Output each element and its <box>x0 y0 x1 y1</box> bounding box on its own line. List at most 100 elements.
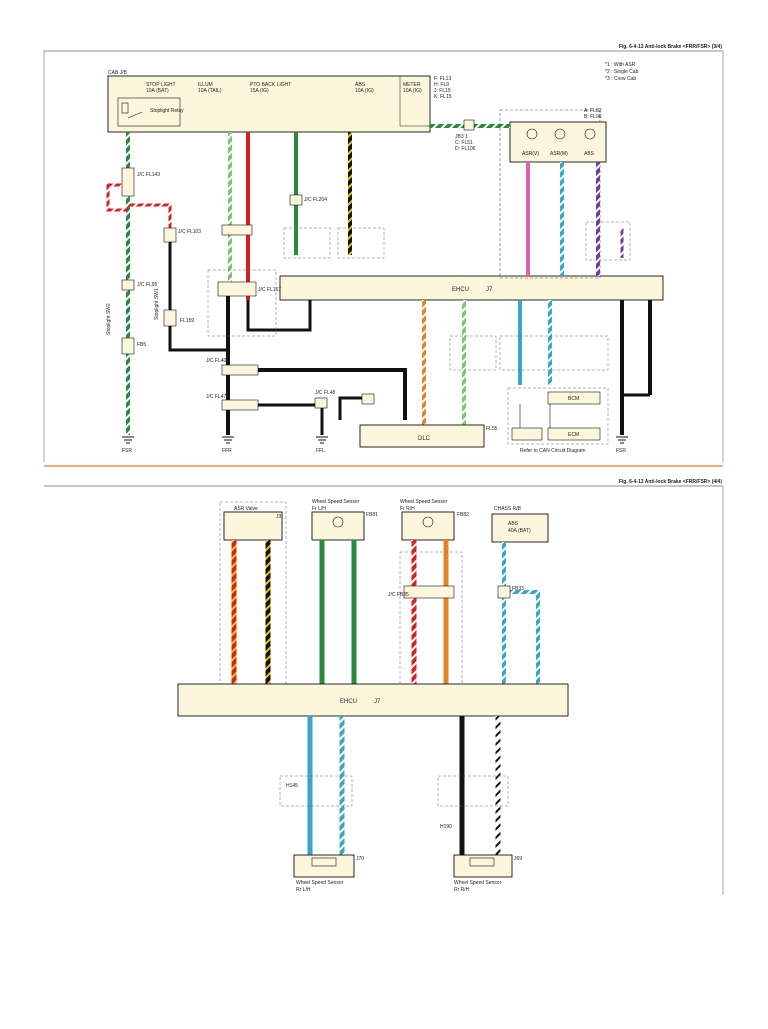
figure-caption-top: Fig. 6-4-13 Anti-lock Brake <FRR/FSR> (3… <box>619 44 723 50</box>
legend-line-3: *3 : Crew Cab <box>605 76 636 82</box>
svg-text:FL159: FL159 <box>180 318 194 324</box>
sensor-coil-icon <box>311 857 337 867</box>
svg-text:FB5: FB5 <box>137 342 146 348</box>
jc-fl95 <box>121 279 135 291</box>
svg-text:40A (BAT): 40A (BAT) <box>508 528 531 534</box>
svg-text:J/C FL40: J/C FL40 <box>206 358 227 364</box>
svg-text:FB81: FB81 <box>366 512 378 518</box>
stoplight-sw1 <box>163 309 177 327</box>
rear-sensor-wires: H145 H190 <box>279 716 509 855</box>
svg-text:FB33: FB33 <box>512 586 524 592</box>
wheel-speed-sensor-fr-lh: Wheel Speed Sensor Fr L/H FB81 <box>311 499 378 684</box>
ehcu-box-top <box>279 275 664 301</box>
svg-text:F: FL13: F: FL13 <box>434 76 451 82</box>
svg-text:B: FL96: B: FL96 <box>584 114 602 120</box>
jc-fl103 <box>163 227 177 243</box>
svg-text:Rr L/H: Rr L/H <box>296 887 311 893</box>
svg-text:Rr R/H: Rr R/H <box>454 887 470 893</box>
svg-text:J/C FL143: J/C FL143 <box>137 172 160 178</box>
wheel-speed-sensor-rr-rh: J69 Wheel Speed Sensor Rr R/H <box>453 854 522 893</box>
svg-text:J/C FL95: J/C FL95 <box>137 282 158 288</box>
svg-text:METER: METER <box>403 82 421 88</box>
svg-text:H: FL9: H: FL9 <box>434 82 449 88</box>
svg-text:ASR(V): ASR(V) <box>522 151 539 157</box>
asr-valve: ASR Valve J3 <box>219 501 287 689</box>
jc-fl40 <box>221 364 259 376</box>
svg-text:BCM: BCM <box>568 396 579 402</box>
svg-text:A: FL82: A: FL82 <box>584 108 602 114</box>
option-boxes-top <box>207 221 631 371</box>
abs-relay-icon <box>584 128 596 140</box>
svg-text:C: FL51: C: FL51 <box>455 140 473 146</box>
svg-text:10A (BAT): 10A (BAT) <box>146 88 169 94</box>
jc-fl47 <box>221 399 259 411</box>
wheel-speed-sensor-fr-rh: Wheel Speed Sensor Fr R/H FB82 J/C FB35 <box>388 499 469 687</box>
svg-text:FB82: FB82 <box>457 512 469 518</box>
ground-icon <box>616 436 628 444</box>
svg-text:J/C FL103: J/C FL103 <box>178 229 201 235</box>
svg-text:ABS: ABS <box>508 521 519 527</box>
jc-fl48 <box>314 397 328 409</box>
ecm-box <box>547 427 601 441</box>
ehcu-label-bottom: EHCU <box>340 699 357 705</box>
svg-text:10A (TAIL): 10A (TAIL) <box>198 88 222 94</box>
svg-text:FSR: FSR <box>122 448 132 454</box>
svg-text:H190: H190 <box>440 824 452 830</box>
cab-jb-box: CAB J/B STOP LIGHT 10A (BAT) ILLUM 10A (… <box>107 70 452 133</box>
stoplight-sw2 <box>121 337 135 355</box>
svg-text:Wheel Speed Sensor: Wheel Speed Sensor <box>454 880 502 886</box>
fuse-illum: ILLUM 10A (TAIL) <box>198 82 222 94</box>
bcm-box <box>547 391 601 405</box>
jb3-codes: JB3 1 C: FL51 D: FL106 <box>455 134 476 152</box>
figure-caption-bottom: Fig. 6-4-13 Anti-lock Brake <FRR/FSR> (4… <box>619 479 723 485</box>
fuse-abs: ABS 10A (IG) <box>355 82 374 94</box>
jc-fl-group <box>221 224 253 236</box>
svg-text:J/C FL47: J/C FL47 <box>206 394 227 400</box>
legend-line-2: *2 : Single Cab <box>605 69 639 75</box>
svg-text:FSR: FSR <box>616 448 626 454</box>
asr-relay-box <box>509 121 607 163</box>
svg-text:Wheel Speed Sensor: Wheel Speed Sensor <box>296 880 344 886</box>
svg-text:10A (IG): 10A (IG) <box>355 88 374 94</box>
svg-text:Wheel Speed Sensor: Wheel Speed Sensor <box>312 499 360 505</box>
junction-connectors-top: J/C FL143 J/C FL103 J/C FL95 J/C FL40 J/… <box>121 119 475 411</box>
fuse-stop-light: STOP LIGHT 10A (BAT) <box>146 82 176 94</box>
ehcu-code-bottom: J7 <box>374 699 381 705</box>
asr-option-dashed-box <box>499 109 601 279</box>
jc-jb3-node <box>463 119 475 131</box>
jc-fl143 <box>121 167 135 197</box>
dlc-code: FL55 <box>486 426 498 432</box>
sensor-coil-icon <box>469 857 495 867</box>
svg-text:15A (IG): 15A (IG) <box>250 88 269 94</box>
svg-text:JB3 1: JB3 1 <box>455 134 468 140</box>
grounds-top: FSR FFR FFL FSR <box>122 436 628 454</box>
svg-text:CHASS R/B: CHASS R/B <box>494 506 522 512</box>
ground-icon <box>122 436 134 444</box>
can-block: BCM ECM Refer to CAN Circuit Diagram <box>507 387 609 454</box>
svg-text:H145: H145 <box>286 783 298 789</box>
sensor-coil-icon <box>422 516 434 528</box>
svg-text:Wheel Speed Sensor: Wheel Speed Sensor <box>400 499 448 505</box>
jc-dlc-node <box>361 393 375 405</box>
svg-text:Fr L/H: Fr L/H <box>312 506 326 512</box>
svg-text:ECM: ECM <box>568 432 579 438</box>
svg-text:ASR Valve: ASR Valve <box>234 506 258 512</box>
ehcu-label-top: EHCU <box>452 287 469 293</box>
svg-text:J70: J70 <box>356 856 364 862</box>
svg-text:J69: J69 <box>514 856 522 862</box>
dlc-label: DLC <box>418 436 431 442</box>
relay-coil-icon <box>121 102 129 114</box>
ehcu-box-bottom <box>177 683 569 717</box>
svg-text:K: FL15: K: FL15 <box>434 94 452 100</box>
svg-text:ASR(M): ASR(M) <box>550 151 568 157</box>
svg-text:J/C FL48: J/C FL48 <box>315 390 336 396</box>
ground-icon <box>316 436 328 444</box>
svg-text:PTO BACK LIGHT: PTO BACK LIGHT <box>250 82 291 88</box>
asr-codes: A: FL82 B: FL96 <box>584 108 602 120</box>
legend-line-1: *1 : With ASR <box>605 62 636 68</box>
sensor-coil-icon <box>332 516 344 528</box>
svg-text:STOP LIGHT: STOP LIGHT <box>146 82 176 88</box>
svg-text:FFR: FFR <box>222 448 232 454</box>
svg-text:FFL: FFL <box>316 448 325 454</box>
